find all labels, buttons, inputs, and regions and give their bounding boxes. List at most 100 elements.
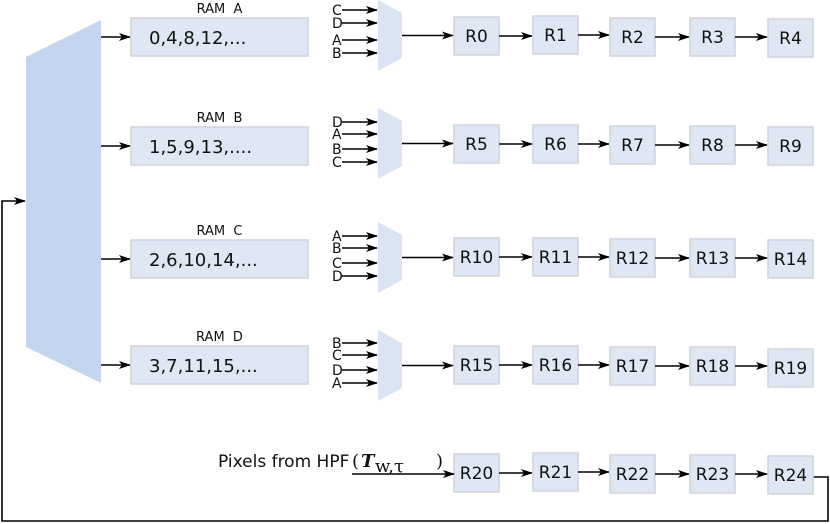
register-box — [609, 125, 656, 165]
register: R21 — [532, 452, 579, 492]
register-box — [767, 239, 814, 279]
ram-box — [130, 17, 309, 57]
mux-input-label: C — [332, 348, 342, 364]
register: R7 — [609, 125, 656, 165]
register: R17 — [609, 346, 656, 386]
demultiplexer — [26, 20, 101, 383]
register: R3 — [689, 17, 736, 57]
hpf-math-subscript: w,τ — [375, 456, 404, 477]
register: R23 — [689, 454, 736, 494]
register-box — [767, 348, 814, 388]
ram-box — [130, 126, 309, 166]
ram-content: 3,7,11,15,... — [149, 356, 258, 377]
register-box — [609, 346, 656, 386]
mux-input-label: A — [332, 376, 342, 392]
register-box — [609, 17, 656, 57]
register: R9 — [767, 126, 814, 166]
register: R5 — [453, 124, 500, 164]
register: R6 — [532, 124, 579, 164]
mux-input-label: B — [332, 241, 342, 257]
register-box — [532, 124, 579, 164]
mux-input-label: D — [332, 363, 343, 379]
ram-box — [130, 239, 309, 279]
register: R19 — [767, 348, 814, 388]
mux-input-label: D — [332, 16, 343, 32]
register-label: R22 — [616, 465, 649, 485]
register-box — [532, 237, 579, 277]
register-label: R11 — [539, 248, 572, 268]
register-row: R10 R11 R12 R13 R14 — [453, 237, 814, 279]
register-box — [689, 125, 736, 165]
register: R18 — [689, 346, 736, 386]
mux-input-label: C — [332, 155, 342, 171]
register-box — [609, 238, 656, 278]
register-label: R5 — [465, 135, 488, 155]
register: R11 — [532, 237, 579, 277]
hpf-math-open: ( — [352, 451, 359, 472]
register-label: R15 — [460, 356, 493, 376]
register: R16 — [532, 345, 579, 385]
mux-shape — [378, 222, 402, 293]
register-label: R21 — [539, 463, 572, 483]
register-label: R12 — [616, 249, 649, 269]
ram-label: RAM A — [197, 2, 243, 17]
register-box — [453, 345, 500, 385]
hpf-math-symbol: T — [361, 451, 376, 472]
mux-input-label: C — [332, 256, 342, 272]
register-box — [767, 126, 814, 166]
mux-input-label: B — [332, 336, 342, 352]
register-row: R15 R16 R17 R18 R19 — [453, 345, 814, 388]
register-label: R20 — [460, 464, 493, 484]
register: R14 — [767, 239, 814, 279]
register-label: R6 — [544, 135, 567, 155]
mux-input-label: D — [332, 115, 343, 131]
register-box — [689, 454, 736, 494]
mux-input-label: C — [332, 3, 342, 19]
register-box — [453, 237, 500, 277]
hpf-math-close: ) — [436, 451, 443, 472]
register-box — [453, 16, 500, 56]
register-label: R4 — [779, 29, 802, 49]
register: R10 — [453, 237, 500, 277]
register-box — [609, 454, 656, 494]
hpf-input: Pixels from HPF ( T w,τ ) — [218, 451, 455, 478]
ram-content: 0,4,8,12,... — [149, 28, 246, 49]
ram-block: RAM A 0,4,8,12,... — [101, 2, 309, 57]
ram-block: RAM B1,5,9,13,.... — [101, 111, 309, 166]
ram-block: RAM D 3,7,11,15,... — [101, 330, 309, 385]
hpf-input-label: Pixels from HPF — [218, 452, 349, 472]
ram-label: RAM D — [196, 330, 243, 345]
mux-input-label: A — [332, 229, 342, 245]
mux-input-label: D — [332, 269, 343, 285]
register-label: R19 — [774, 359, 807, 379]
feedback-wire — [1, 197, 829, 522]
register-box — [532, 345, 579, 385]
register-label: R14 — [774, 250, 807, 270]
register-box — [689, 346, 736, 386]
register-box — [532, 15, 579, 55]
register-label: R8 — [701, 136, 724, 156]
ram-content: 1,5,9,13,.... — [149, 137, 252, 158]
mux-shape — [378, 330, 402, 401]
register-box — [767, 18, 814, 58]
register: R15 — [453, 345, 500, 385]
mux-input-label: B — [332, 46, 342, 62]
register-label: R10 — [460, 248, 493, 268]
register: R1 — [532, 15, 579, 55]
register-label: R13 — [696, 249, 729, 269]
register: R4 — [767, 18, 814, 58]
register-label: R0 — [465, 27, 488, 47]
mux-shape — [378, 108, 402, 179]
mux-input-label: B — [332, 142, 342, 158]
register-label: R7 — [621, 136, 644, 156]
register-label: R16 — [539, 356, 572, 376]
register-label: R18 — [696, 357, 729, 377]
register: R8 — [689, 125, 736, 165]
register-label: R1 — [544, 26, 567, 46]
register-label: R23 — [696, 465, 729, 485]
register: R24 — [767, 455, 814, 495]
